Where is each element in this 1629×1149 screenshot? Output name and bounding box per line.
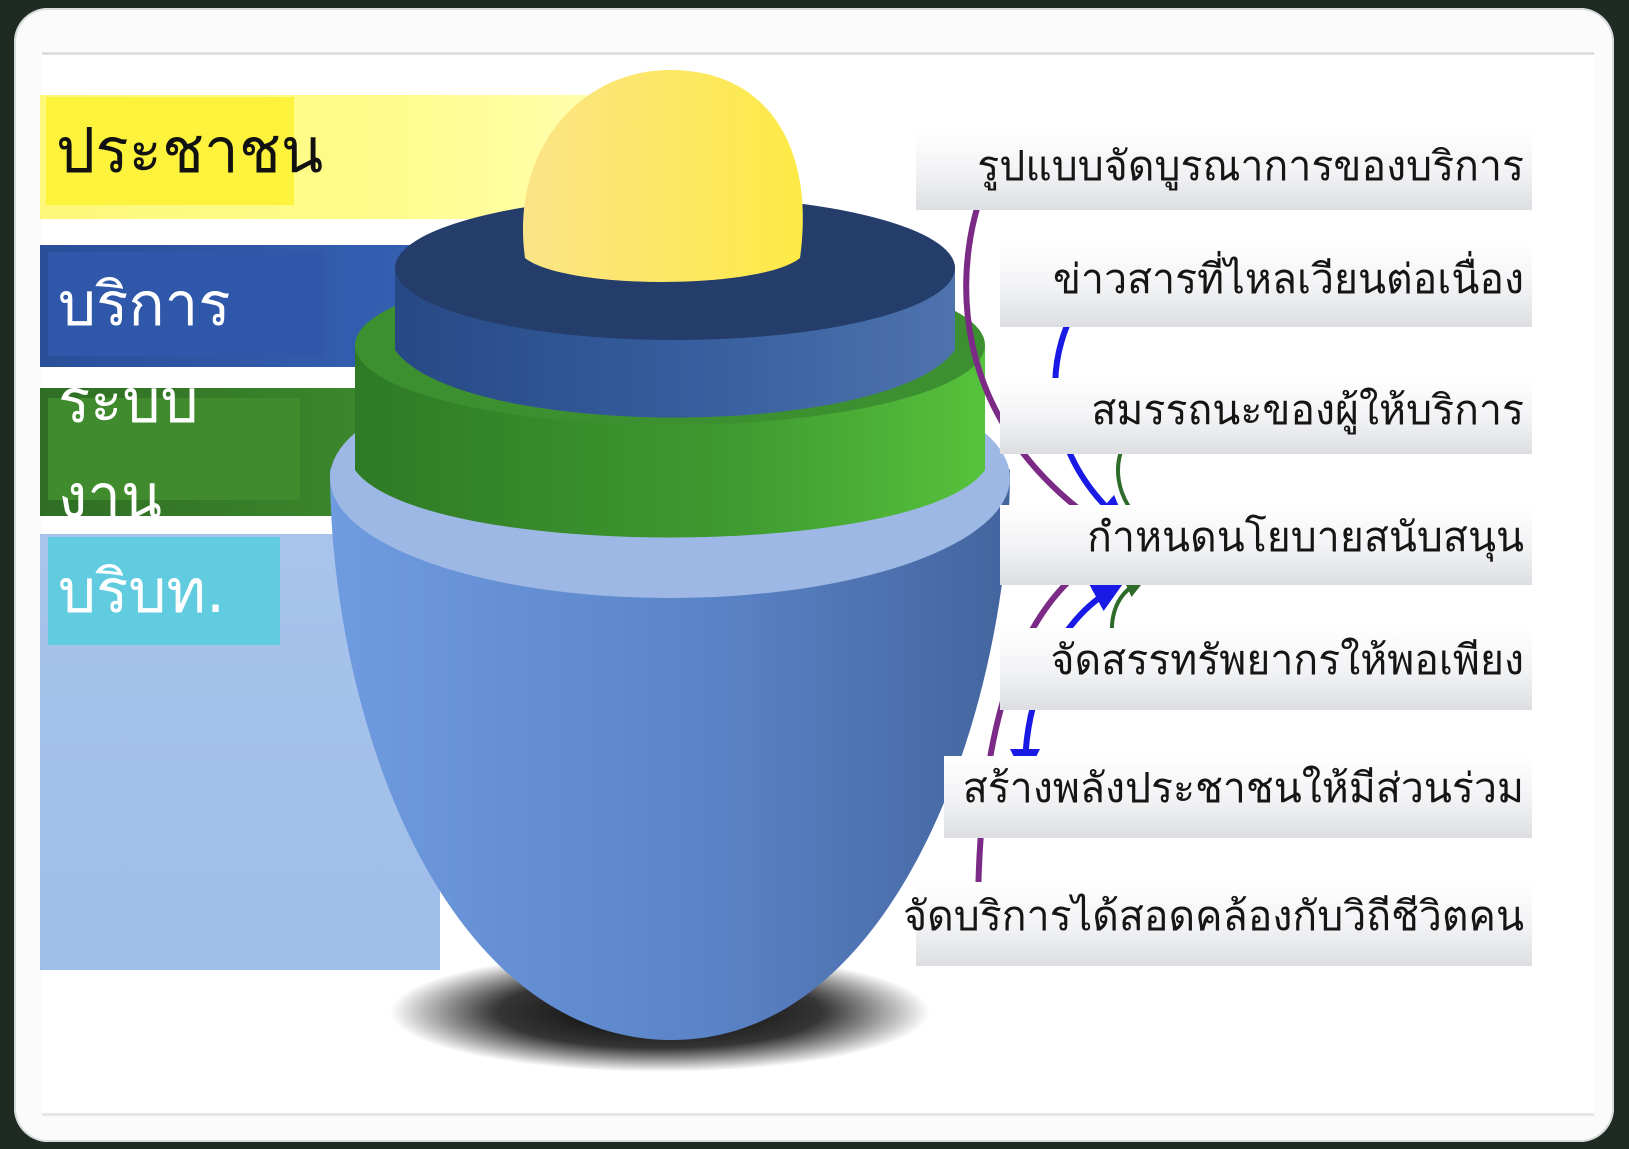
item-row-3: สมรรถนะของผู้ให้บริการ — [1000, 378, 1532, 454]
item-label-7: จัดบริการได้สอดคล้องกับวิถีชีวิตคน — [903, 892, 1524, 940]
egg-layer-people — [522, 70, 803, 282]
item-label-2: ข่าวสารที่ไหลเวียนต่อเนื่อง — [1053, 255, 1524, 303]
item-row-7: จัดบริการได้สอดคล้องกับวิถีชีวิตคน — [903, 882, 1532, 966]
double-arrow-icon — [963, 176, 1116, 535]
layer-label-system: ระบบงาน — [48, 367, 300, 532]
item-row-6: สร้างพลังประชาชนให้มีส่วนร่วม — [944, 756, 1532, 838]
item-row-1: รูปแบบจัดบูรณาการของบริการ — [916, 130, 1532, 210]
item-label-5: จัดสรรทรัพยากรให้พอเพียง — [1050, 636, 1524, 684]
item-row-5: จัดสรรทรัพยากรให้พอเพียง — [1000, 628, 1532, 710]
item-row-4: กำหนดนโยบายสนับสนุน — [1000, 505, 1532, 585]
layer-label-people: ประชาชน — [46, 97, 323, 205]
layer-label-context: บริบท. — [48, 537, 280, 645]
layer-label-service: บริการ — [48, 252, 324, 356]
item-label-3: สมรรถนะของผู้ให้บริการ — [1091, 386, 1524, 434]
item-row-2: ข่าวสารที่ไหลเวียนต่อเนื่อง — [1000, 243, 1532, 327]
item-label-4: กำหนดนโยบายสนับสนุน — [1087, 513, 1524, 561]
egg-layer-context — [330, 447, 1010, 1040]
item-label-1: รูปแบบจัดบูรณาการของบริการ — [977, 142, 1524, 190]
item-label-6: สร้างพลังประชาชนให้มีส่วนร่วม — [962, 764, 1524, 812]
